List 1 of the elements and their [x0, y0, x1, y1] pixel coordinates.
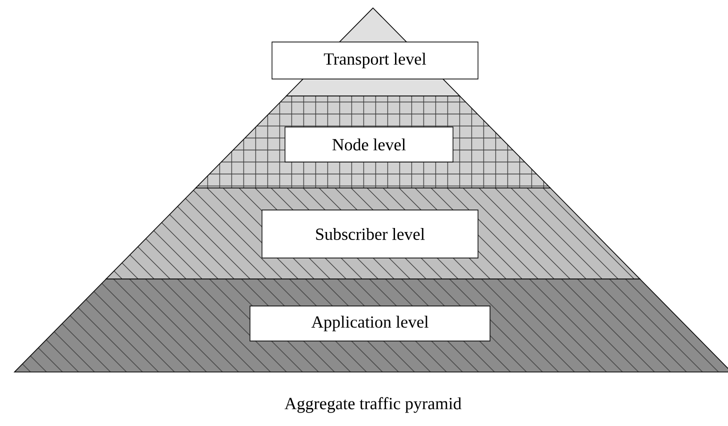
caption: Aggregate traffic pyramid	[284, 397, 462, 413]
